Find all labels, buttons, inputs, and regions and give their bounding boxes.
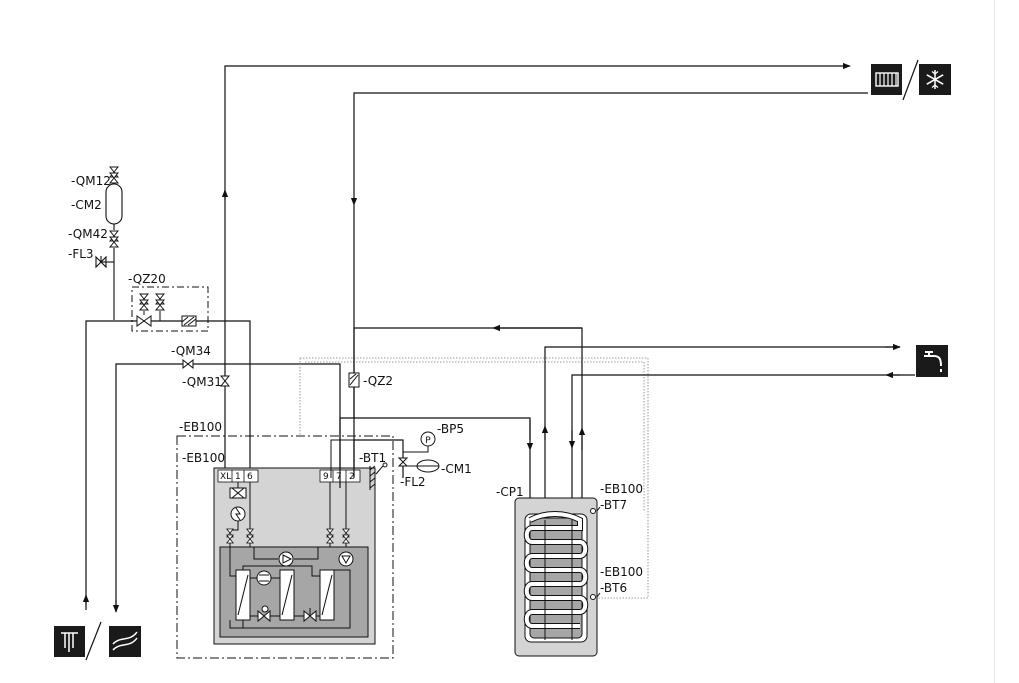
label-bt6: -BT6 [600,581,627,595]
valve-qm34 [182,359,194,369]
eb100-outer-boundary [176,435,394,659]
water-tap-icon [916,345,948,377]
label-qm42: -QM42 [68,227,108,241]
label-cm1: -CM1 [441,462,472,476]
icon-separator [902,59,919,101]
radiator-icon [871,64,902,95]
connector-9: 9 [323,472,329,482]
label-eb100-inner: -EB100 [182,451,225,465]
return-pipe [330,439,354,478]
expansion-vessel-group [95,166,123,320]
pressure-and-vessel-group [397,431,440,473]
snowflake-icon [919,64,951,95]
gauge-letter: P [425,436,431,446]
label-cm2: -CM2 [71,198,102,212]
bt1-outdoor-sensor [369,462,388,490]
connector-6: 6 [247,472,253,482]
ground-coil-icon [109,626,141,657]
qz20-filter-group [131,286,209,332]
heat-pump-internals [226,482,354,629]
connector-7: 7 [336,472,342,482]
label-fl2: -FL2 [400,475,426,489]
label-qz20: -QZ20 [128,272,166,286]
connector-xl: XL [220,472,231,482]
label-bt7: -BT7 [600,498,627,512]
heating-circuit-pipes [221,62,868,478]
label-eb100-outer: -EB100 [179,420,222,434]
dotted-boundary [299,357,649,599]
label-fl3: -FL3 [68,247,94,261]
label-cp1: -CP1 [496,485,524,499]
connector-1: 1 [235,472,241,482]
label-bp5: -BP5 [437,422,464,436]
ground-icon-separator [85,621,102,661]
label-qm34: -QM34 [171,344,211,358]
label-qm12: -QM12 [71,174,111,188]
connector-block-left: XL 1 6 [217,469,259,483]
ground-collector-icon [54,626,85,657]
label-bt1: -BT1 [359,451,386,465]
label-qm31: -QM31 [182,375,222,389]
connector-2: 2 [349,472,355,482]
water-tank-cp1 [514,497,601,657]
label-qz2: -QZ2 [363,374,393,388]
page-edge-line [994,0,995,683]
label-eb100-bt6: -EB100 [600,565,643,579]
valve-qm31 [220,375,230,387]
label-eb100-bt7: -EB100 [600,482,643,496]
qz2-filter [348,372,360,388]
